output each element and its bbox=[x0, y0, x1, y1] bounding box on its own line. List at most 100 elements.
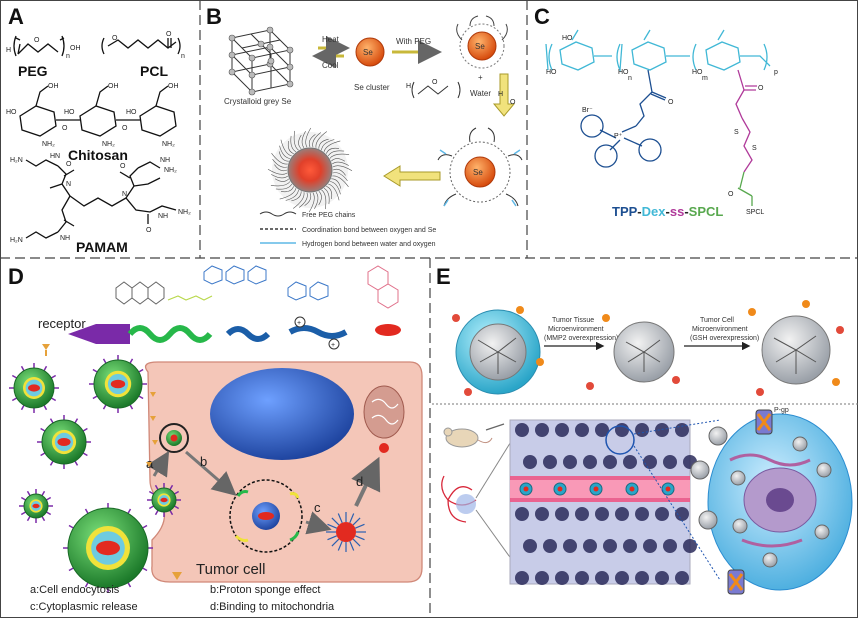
tissue-cell bbox=[555, 571, 569, 585]
peg-hair bbox=[329, 153, 350, 159]
panel-a-label: A bbox=[8, 4, 24, 29]
cell-np bbox=[730, 470, 746, 486]
peg-hair bbox=[330, 158, 346, 162]
np-ligand bbox=[92, 368, 98, 373]
cool-label: Cool bbox=[322, 61, 339, 70]
np-ligand bbox=[43, 404, 48, 411]
pamam-hn-1: HN bbox=[50, 153, 60, 160]
np-ligand bbox=[46, 496, 52, 501]
dex-m: m bbox=[702, 75, 708, 82]
np-ligand bbox=[49, 418, 54, 424]
pgp-label: P-gp bbox=[774, 407, 789, 414]
zoom-line-3 bbox=[633, 419, 721, 435]
plus-sign: + bbox=[478, 73, 483, 82]
np-ligand bbox=[26, 516, 31, 522]
chitosan-oh-2: OH bbox=[108, 83, 119, 90]
tissue-cell bbox=[623, 455, 637, 469]
peg-o-label: O bbox=[34, 37, 40, 44]
np-ligand bbox=[11, 374, 18, 379]
heat-label: Heat bbox=[322, 35, 340, 44]
plus-1: + bbox=[297, 320, 301, 327]
panel-c-label: C bbox=[534, 4, 550, 29]
pcl-o2-label: O bbox=[166, 31, 172, 38]
stage2-nanoparticle bbox=[613, 321, 675, 383]
peg-label: PEG bbox=[18, 63, 48, 79]
tumor-site bbox=[456, 494, 476, 514]
micelle-arm bbox=[331, 538, 340, 547]
peg-hair bbox=[323, 140, 341, 152]
arrow-b bbox=[185, 450, 237, 496]
pamam-h2n-2: H₂N bbox=[10, 237, 23, 244]
panel-b-legend bbox=[259, 211, 297, 244]
tissue-cell bbox=[675, 507, 689, 521]
peg-hair bbox=[293, 130, 299, 151]
vessel-np-core bbox=[629, 486, 635, 492]
np-ligand bbox=[50, 374, 57, 379]
peg-hair bbox=[271, 174, 288, 179]
peg-hair bbox=[328, 183, 340, 201]
syringe bbox=[485, 423, 505, 431]
tissue-cell bbox=[655, 507, 669, 521]
pamam-nh2-1: NH₂ bbox=[178, 209, 191, 216]
water-h: H bbox=[498, 91, 503, 98]
legend-free-peg: Free PEG chains bbox=[302, 212, 356, 219]
drug-payload bbox=[375, 324, 401, 336]
mitochondrion bbox=[363, 385, 405, 439]
ss-s1: S bbox=[734, 129, 739, 136]
np-drug bbox=[32, 503, 40, 509]
tissue-cell bbox=[515, 571, 529, 585]
np-drug bbox=[57, 438, 71, 446]
spcl-group-label: SPCL bbox=[746, 209, 764, 216]
caption-b: b:Proton sponge effect bbox=[210, 584, 321, 596]
stage1-nanoparticle bbox=[455, 309, 541, 395]
pamam-n-1: N bbox=[66, 181, 71, 188]
micelle-at-mito bbox=[379, 443, 389, 453]
tissue-cell bbox=[543, 539, 557, 553]
np-ligand bbox=[142, 567, 148, 572]
with-peg-label: With PEG bbox=[396, 37, 431, 46]
peg-hair bbox=[305, 127, 312, 148]
nucleolus bbox=[766, 488, 794, 512]
legend-hydrogen: Hydrogen bond between water and oxygen bbox=[302, 241, 436, 248]
peg-h-label: H bbox=[6, 47, 11, 54]
np-ligand bbox=[41, 516, 46, 522]
np-ligand bbox=[20, 365, 25, 372]
endosome-a bbox=[159, 423, 189, 453]
zoom-circle bbox=[605, 425, 635, 455]
spcl-o: O bbox=[728, 191, 734, 198]
pamam-h2n-1: H₂N bbox=[10, 157, 23, 164]
tissue-cell bbox=[555, 423, 569, 437]
cell-np bbox=[762, 552, 778, 568]
np-ligand bbox=[41, 490, 46, 496]
tissue-cell bbox=[603, 539, 617, 553]
zoom-line-1 bbox=[475, 439, 513, 499]
surface-receptor bbox=[150, 416, 156, 421]
dex-n: n bbox=[628, 75, 632, 82]
peg-hair bbox=[285, 189, 299, 201]
ss-o: O bbox=[758, 85, 764, 92]
tissue-cell bbox=[635, 423, 649, 437]
np-ligand bbox=[84, 582, 89, 588]
micelle-arm bbox=[337, 540, 343, 551]
np-ligand bbox=[92, 395, 98, 400]
peg-hair bbox=[279, 188, 297, 200]
vessel-np-core bbox=[593, 486, 599, 492]
peg-hair bbox=[331, 178, 342, 189]
peg-hair bbox=[321, 189, 327, 210]
np-ligand bbox=[20, 511, 26, 516]
ss-s2: S bbox=[752, 145, 757, 152]
peg-hair bbox=[280, 139, 292, 157]
np-drug bbox=[28, 384, 40, 392]
tissue-cell bbox=[535, 571, 549, 585]
peg-hair bbox=[293, 192, 305, 209]
chitosan-oh-1: OH bbox=[48, 83, 59, 90]
np-ligand bbox=[68, 567, 74, 572]
peg-hair bbox=[304, 192, 312, 206]
mouse-icon bbox=[443, 427, 493, 448]
panel-d-label: D bbox=[8, 264, 24, 289]
np-ligand bbox=[20, 404, 25, 411]
np-ligand bbox=[129, 358, 134, 364]
drug-dot bbox=[464, 388, 472, 396]
chitosan-oh-3: OH bbox=[168, 83, 179, 90]
panel-b: B Crystalloid grey Se Heat Cool Se Se cl… bbox=[206, 4, 523, 248]
